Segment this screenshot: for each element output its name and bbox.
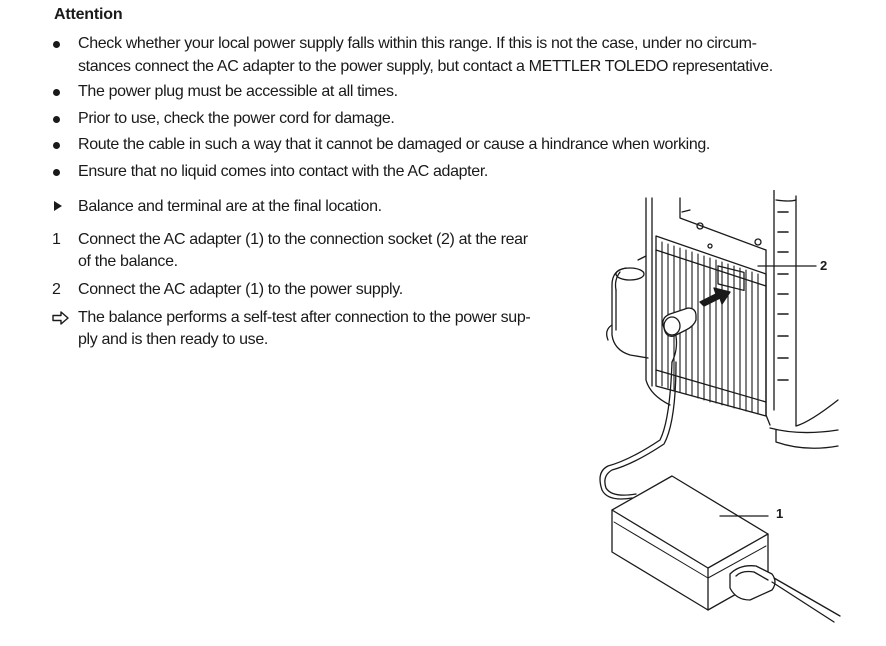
- bullet-text: stances connect the AC adapter to the po…: [78, 58, 773, 75]
- callout-label-2: 2: [820, 258, 828, 273]
- step-number: 1: [52, 231, 61, 248]
- bullet-text: Ensure that no liquid comes into contact…: [78, 163, 489, 180]
- bullet-text: Check whether your local power supply fa…: [78, 35, 757, 52]
- step-text: of the balance.: [78, 253, 178, 270]
- bullet-icon: [52, 108, 72, 129]
- triangle-right-icon: [52, 196, 72, 217]
- bullet-icon: [52, 161, 72, 182]
- callout-label-1: 1: [776, 506, 784, 521]
- result-text: The balance performs a self-test after c…: [78, 309, 531, 326]
- step-text: Connect the AC adapter (1) to the connec…: [78, 231, 528, 248]
- bullet-icon: [52, 33, 72, 54]
- bullet-text: Route the cable in such a way that it ca…: [78, 136, 711, 153]
- attention-heading: Attention: [54, 6, 123, 23]
- bullet-text: The power plug must be accessible at all…: [78, 83, 398, 100]
- step-text: Connect the AC adapter (1) to the power …: [78, 281, 403, 298]
- result-arrow-icon: [52, 307, 72, 331]
- bullet-icon: [52, 134, 72, 155]
- prerequisite-text: Balance and terminal are at the final lo…: [78, 198, 382, 215]
- bullet-text: Prior to use, check the power cord for d…: [78, 110, 395, 127]
- balance-rear-illustration: [599, 190, 841, 623]
- step-number: 2: [52, 281, 61, 298]
- bullet-icon: [52, 81, 72, 102]
- result-text: ply and is then ready to use.: [78, 331, 268, 348]
